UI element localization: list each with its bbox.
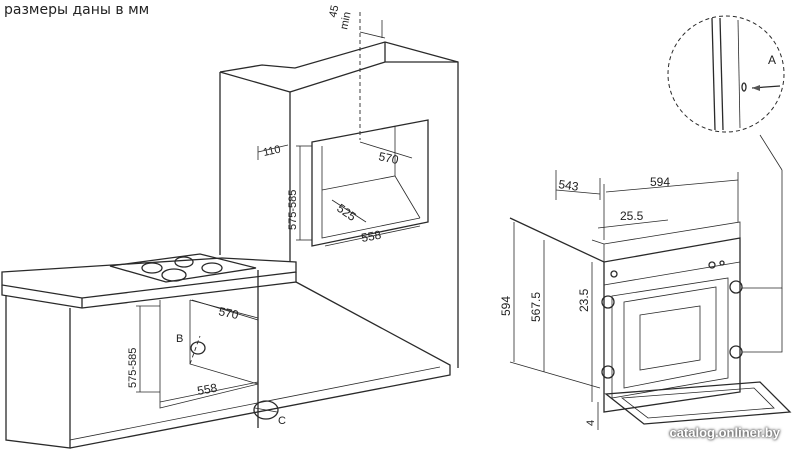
tall-cabinet — [219, 12, 459, 368]
panel-height-label: 23.5 — [577, 288, 591, 312]
min-label: min — [338, 11, 353, 31]
upper-depth-label: 525 — [334, 201, 359, 224]
depth-label: 543 — [558, 177, 580, 194]
watermark: catalog.onliner.by — [669, 425, 780, 440]
label-b: B — [176, 333, 183, 345]
body-height-label: 567.5 — [529, 292, 543, 322]
wall-offset-label: 110 — [262, 144, 282, 159]
upper-bottom-width-label: 558 — [360, 228, 382, 245]
detail-label-a: A — [768, 53, 776, 67]
oven-body — [509, 134, 792, 425]
lower-cabinet — [1, 253, 451, 449]
lower-bottom-width-label: 558 — [196, 381, 218, 398]
upper-height-label: 575-585 — [287, 190, 299, 230]
upper-width-label: 570 — [377, 149, 400, 167]
min-value-label: 45 — [327, 4, 341, 18]
detail-circle-a — [667, 15, 785, 133]
right-dimensions — [509, 170, 739, 430]
lower-height-label: 575-585 — [127, 348, 139, 388]
panel-offset-label: 25.5 — [620, 209, 644, 223]
lower-width-label: 570 — [217, 304, 240, 322]
left-dimensions — [136, 20, 421, 403]
bottom-gap-label: 4 — [585, 420, 597, 426]
units-caption: размеры даны в мм — [4, 2, 150, 18]
width-label: 594 — [650, 175, 670, 189]
height-label: 594 — [499, 296, 513, 316]
label-c: C — [278, 415, 286, 427]
